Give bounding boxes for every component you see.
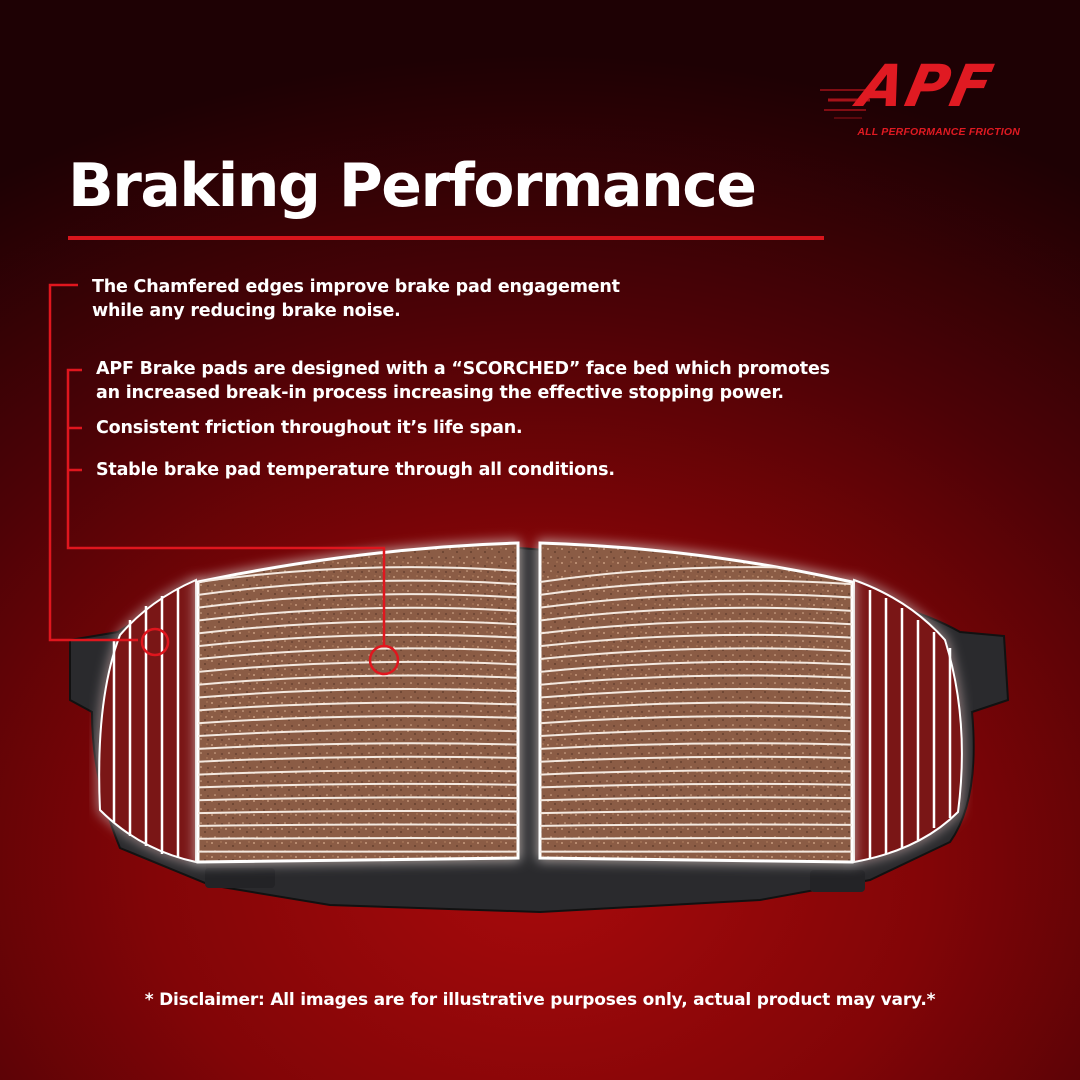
groove-line (540, 647, 852, 661)
groove-line (540, 660, 852, 673)
feature-2-line-1: APF Brake pads are designed with a “SCOR… (96, 359, 830, 379)
groove-line (540, 715, 852, 725)
left-chamfer (98, 578, 197, 864)
groove-line (198, 660, 518, 673)
groove-line (540, 633, 852, 648)
feature-chamfered-edges: The Chamfered edges improve brake pad en… (92, 275, 620, 323)
groove-line (540, 674, 852, 686)
groove-line (198, 620, 518, 635)
groove-line (198, 728, 518, 738)
groove-line (198, 769, 518, 776)
feature-consistent-friction: Consistent friction throughout it’s life… (96, 416, 523, 440)
groove-line (198, 566, 518, 583)
groove-line (540, 823, 852, 827)
groove-line (198, 796, 518, 802)
groove-line (198, 755, 518, 763)
friction-block-left (196, 541, 520, 864)
groove-line (198, 579, 518, 596)
groove-line (198, 688, 518, 699)
groove-line (540, 701, 852, 712)
groove-line (540, 728, 852, 738)
groove-line (198, 742, 518, 750)
groove-line (198, 837, 518, 840)
groove-line (540, 593, 852, 609)
groove-line (198, 823, 518, 827)
groove-line (198, 674, 518, 686)
groove-line (540, 579, 852, 596)
groove-line (540, 769, 852, 776)
right-chamfer (853, 578, 963, 864)
page-title: Braking Performance (68, 151, 757, 221)
groove-line (540, 837, 852, 840)
groove-line (540, 782, 852, 789)
logo-tagline: ALL PERFORMANCE FRICTION (857, 126, 1020, 138)
groove-line (540, 809, 852, 815)
groove-line (540, 742, 852, 750)
groove-line (198, 782, 518, 789)
groove-line (540, 796, 852, 802)
feature-4-line-1: Stable brake pad temperature through all… (96, 460, 615, 480)
feature-scorched-face: APF Brake pads are designed with a “SCOR… (96, 357, 830, 405)
feature-3-line-1: Consistent friction throughout it’s life… (96, 418, 523, 438)
groove-line (198, 701, 518, 712)
groove-line (198, 593, 518, 609)
groove-line (198, 606, 518, 622)
disclaimer: * Disclaimer: All images are for illustr… (144, 990, 936, 1010)
groove-line (540, 606, 852, 622)
groove-line (540, 620, 852, 635)
callout-lines (48, 283, 400, 676)
feature-1-line-2: while any reducing brake noise. (92, 301, 401, 321)
speed-streaks-icon (820, 89, 872, 119)
friction-block-right (538, 541, 854, 864)
title-underline (68, 236, 824, 240)
apf-logo: APF ALL PERFORMANCE FRICTION (820, 52, 1040, 142)
groove-line (540, 755, 852, 763)
groove-line (198, 633, 518, 648)
feature-stable-temperature: Stable brake pad temperature through all… (96, 458, 615, 482)
groove-line (198, 809, 518, 815)
feature-2-line-2: an increased break-in process increasing… (96, 383, 784, 403)
feature-1-line-1: The Chamfered edges improve brake pad en… (92, 277, 620, 297)
groove-line (540, 688, 852, 699)
groove-line (198, 715, 518, 725)
groove-line (198, 647, 518, 661)
